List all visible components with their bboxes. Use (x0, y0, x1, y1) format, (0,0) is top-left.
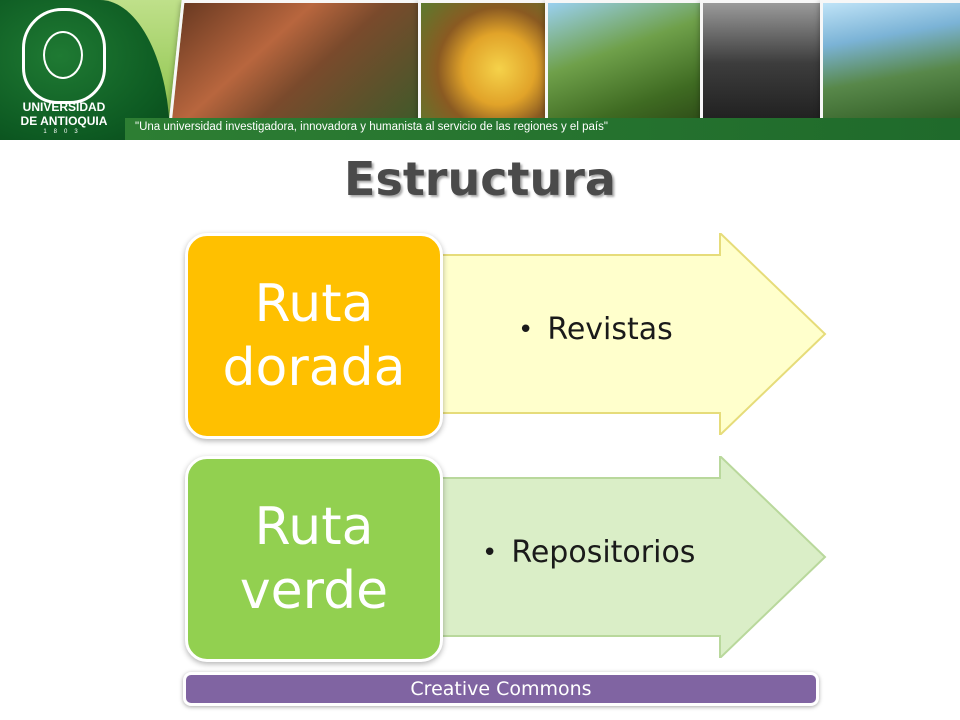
repositorios-arrow (418, 456, 828, 658)
bullet-icon: • (482, 537, 498, 568)
campus-photo-sculpture (418, 0, 554, 126)
university-motto: "Una universidad investigadora, innovado… (135, 121, 608, 133)
ruta-verde-box: Ruta verde (185, 456, 443, 662)
revistas-label: Revistas (547, 312, 673, 347)
repositorios-item: • Repositorios (482, 535, 695, 570)
university-name: UNIVERSIDAD DE ANTIOQUIA (20, 100, 108, 128)
bullet-icon: • (518, 314, 534, 345)
founding-year: 1803 (43, 129, 85, 135)
campus-photo-plaza (820, 0, 960, 126)
campus-photo-trees (545, 0, 711, 126)
slide-title: Estructura (344, 152, 616, 206)
ruta-dorada-box: Ruta dorada (185, 233, 443, 439)
repositorios-label: Repositorios (511, 535, 696, 570)
campus-photo-building (168, 0, 438, 126)
revistas-item: • Revistas (518, 312, 673, 347)
university-seal-icon (22, 8, 106, 104)
motto-band (125, 118, 960, 140)
campus-photo-statue (700, 0, 831, 126)
creative-commons-bar: Creative Commons (183, 672, 819, 706)
header-banner: UNIVERSIDAD DE ANTIOQUIA 1803 "Una unive… (0, 0, 960, 140)
revistas-arrow (418, 233, 828, 435)
